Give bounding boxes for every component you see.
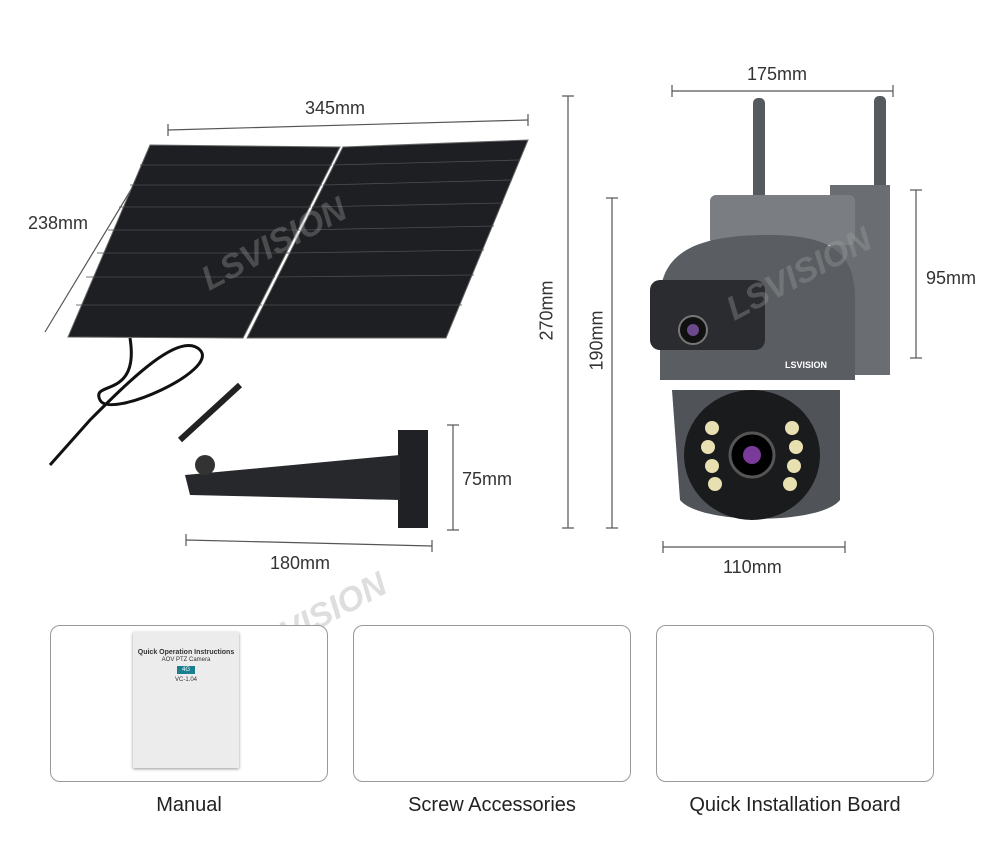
manual-badge: 4G [176, 666, 195, 674]
ptz-camera: LSVISION [650, 96, 890, 520]
screws-box [353, 625, 631, 782]
caption-screws: Screw Accessories [408, 794, 576, 816]
manual-booklet: Quick Operation Instructions AOV PTZ Cam… [133, 632, 239, 768]
antenna-height-label: 95mm [926, 268, 977, 288]
bracket-height-label: 75mm [462, 469, 513, 489]
caption-manual: Manual [156, 794, 222, 816]
svg-text:LSVISION: LSVISION [785, 360, 827, 370]
camera-bottom-width-label: 110mm [723, 557, 782, 577]
manual-version: VC-1.04 [174, 677, 197, 683]
camera-height-label: 190mm [586, 310, 607, 371]
manual-title: Quick Operation Instructions [137, 649, 235, 656]
solar-panel [48, 139, 529, 466]
caption-board: Quick Installation Board [689, 794, 901, 816]
dimension-lines [44, 85, 922, 553]
overall-height-label: 270mm [536, 280, 557, 341]
manual-subtitle: AOV PTZ Camera [161, 657, 211, 663]
camera-top-width-label: 175mm [747, 64, 808, 84]
panel-height-label: 238mm [28, 213, 89, 233]
board-box [656, 625, 934, 782]
bracket-width-label: 180mm [270, 553, 331, 573]
wall-bracket [177, 382, 428, 528]
panel-width-label: 345mm [305, 98, 366, 118]
